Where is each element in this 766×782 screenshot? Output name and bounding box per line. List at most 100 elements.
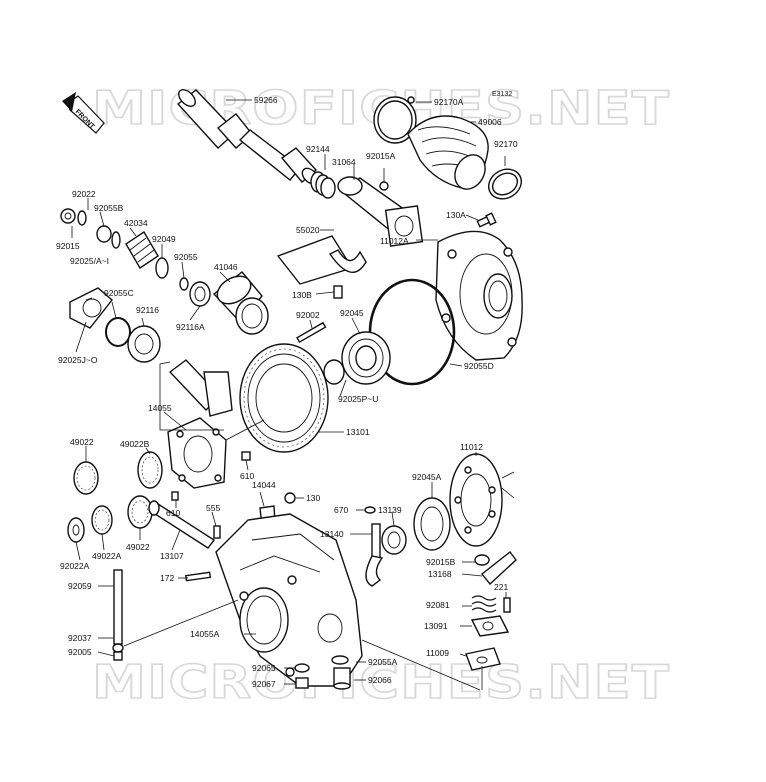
label-92066: 92066 [368,675,392,685]
spring-92144 [310,171,336,199]
arm-13168 [481,551,517,586]
label-92002: 92002 [296,310,320,320]
label-55020: 55020 [296,225,320,235]
label-610-a: 610 [240,471,254,481]
ring-gear-13101 [168,343,329,453]
plug-92067 [295,677,309,689]
label-92055c: 92055C [104,288,134,298]
label-92059: 92059 [68,581,92,591]
o-ring-92055b [96,225,112,243]
gear-49022 [127,495,153,529]
label-41046: 41046 [214,262,238,272]
pinion-gear-42034 [125,231,159,269]
gear-49022a [91,505,113,535]
label-92025-a-i: 92025/A~I [70,256,109,266]
clamp-tab [407,96,415,104]
label-92170: 92170 [494,139,518,149]
label-130: 130 [306,493,320,503]
spacer-92049 [155,257,169,279]
o-ring-92055c [105,317,131,347]
label-49022b: 49022B [120,439,150,449]
o-ring-92055a [331,655,349,665]
label-92045: 92045 [340,308,364,318]
shaft-92059 [112,569,124,661]
label-610-b: 610 [166,508,180,518]
label-92022: 92022 [72,189,96,199]
label-92037: 92037 [68,633,92,643]
housing-14055a [215,513,363,687]
label-92116: 92116 [136,305,159,315]
label-92015a: 92015A [366,151,396,161]
label-92055: 92055 [174,252,198,262]
label-49022a: 49022A [92,551,122,561]
label-13107: 13107 [160,551,184,561]
washer-92022a [67,517,85,543]
label-92067: 92067 [252,679,276,689]
label-14055: 14055 [148,403,172,413]
stud-172 [185,571,212,582]
label-92015: 92015 [56,241,80,251]
clamp-92170 [487,168,523,200]
label-13091: 13091 [424,621,448,631]
label-11009: 11009 [426,648,449,658]
sleeve-41046 [212,271,269,335]
pin-555 [213,525,221,539]
flange-92055c [69,287,113,329]
label-13139: 13139 [378,505,402,515]
label-49006: 49006 [478,117,502,127]
label-14055a: 14055A [190,629,220,639]
boot [373,96,489,190]
label-13101: 13101 [346,427,370,437]
label-670: 670 [334,505,348,515]
label-13168: 13168 [428,569,452,579]
leader-lines [71,99,515,691]
plate-11009 [465,647,501,671]
label-92005: 92005 [68,647,92,657]
shim-92025 [111,231,121,249]
label-92144: 92144 [306,144,330,154]
bolt-130 [284,492,296,504]
bearing-92045 [341,331,391,385]
label-92049: 92049 [152,234,176,244]
nut-92015 [60,208,76,224]
stud-92002 [296,321,327,344]
cover-11012 [449,453,503,547]
label-92025j-o: 92025J~O [58,355,98,365]
label-92055a: 92055A [368,657,398,667]
label-59266: 59266 [254,95,278,105]
joint-housing [337,176,424,247]
nut-92015b [474,554,490,566]
seal-92116a [189,281,211,307]
bolt-130a [476,212,497,228]
label-555: 555 [206,503,220,513]
shim-92025p [323,359,345,385]
washer-92065 [294,663,310,673]
seal-92116 [127,325,161,363]
label-221: 221 [494,582,508,592]
label-92025p-u: 92025P~U [338,394,378,404]
label-31064: 31064 [332,157,356,167]
label-130a: 130A [446,210,466,220]
bolt-130b [333,285,343,299]
pinion-49022b [137,451,163,489]
watermark-bottom: MICROFICHES.NET [92,655,670,709]
pin-610-a [171,491,179,501]
gear-13139 [381,525,407,555]
drive-shaft [176,89,319,185]
diagram-id: E3132 [492,91,512,98]
label-92055b: 92055B [94,203,124,213]
bracket [276,235,367,285]
label-11012a: 11012A [380,236,409,246]
label-92045a: 92045A [412,472,442,482]
cover-11012a [435,230,523,361]
label-92015b: 92015B [426,557,456,567]
label-13140: 13140 [320,529,344,539]
label-49022-b: 49022 [126,542,150,552]
label-92081: 92081 [426,600,450,610]
shift-shaft-13140 [365,523,384,587]
label-92055d: 92055D [464,361,494,371]
shaft-13107 [148,500,216,549]
o-ring-92055 [179,277,189,291]
bearing-92045a [413,497,451,551]
